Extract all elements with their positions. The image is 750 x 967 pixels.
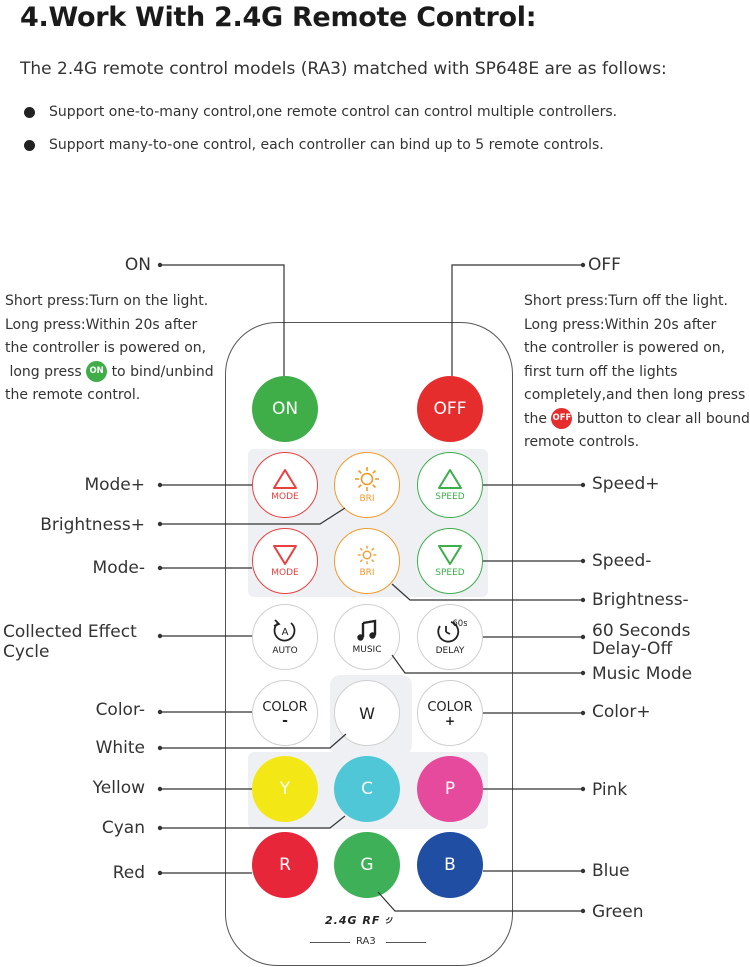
on-desc-line: the remote control. (5, 387, 141, 403)
callout-brightness-plus: Brightness+ (40, 515, 145, 535)
bullet-item: Support many-to-one control, each contro… (24, 137, 604, 153)
auto-button[interactable]: A AUTO (252, 604, 318, 670)
off-desc-line: first turn off the lights (524, 363, 678, 380)
callout-white: White (95, 738, 145, 758)
music-note-icon (357, 619, 377, 641)
red-button[interactable]: R (252, 832, 318, 898)
color-minus-button[interactable]: COLOR - (252, 680, 318, 746)
model-divider-right (386, 942, 426, 943)
triangle-up-icon (438, 469, 462, 489)
green-button[interactable]: G (334, 832, 400, 898)
on-button[interactable]: ON (252, 376, 318, 442)
bullet-text: Support many-to-one control, each contro… (49, 137, 604, 153)
callout-mode-plus: Mode+ (84, 475, 145, 495)
callout-blue: Blue (592, 861, 630, 881)
callout-green: Green (592, 902, 644, 922)
callout-off: OFF (588, 255, 621, 275)
pink-button[interactable]: P (417, 756, 483, 822)
off-desc-line: remote controls. (524, 434, 640, 450)
signal-icon (386, 916, 393, 924)
model-divider-left (310, 942, 350, 943)
callout-mode-minus: Mode- (92, 558, 145, 578)
callout-on: ON (124, 255, 151, 275)
on-desc-line: long press ON to bind/unbind (5, 361, 214, 385)
brand-label: 2.4G RF (325, 914, 395, 927)
callout-brightness-minus: Brightness- (592, 590, 689, 610)
yellow-button[interactable]: Y (252, 756, 318, 822)
off-description: Short press:Turn off the light. Long pre… (524, 290, 750, 455)
callout-speed-minus: Speed- (592, 551, 652, 571)
off-desc-line: completely,and then long press (524, 387, 746, 403)
triangle-down-icon (438, 545, 462, 565)
bullet-dot-icon (24, 139, 35, 151)
music-button[interactable]: MUSIC (334, 604, 400, 670)
speed-plus-button[interactable]: SPEED (417, 452, 483, 518)
callout-music-mode: Music Mode (592, 664, 693, 684)
bullet-dot-icon (24, 106, 35, 118)
off-inline-icon: OFF (551, 408, 573, 429)
on-desc-line: Long press:Within 20s after (5, 316, 198, 333)
callout-pink: Pink (592, 780, 628, 800)
delay-button[interactable]: 60s DELAY (417, 604, 483, 670)
bullet-item: Support one-to-many control,one remote c… (24, 104, 617, 120)
off-desc-line: Long press:Within 20s after (524, 316, 717, 333)
model-label: RA3 (356, 936, 376, 947)
on-description: Short press:Turn on the light. Long pres… (5, 290, 214, 408)
off-button[interactable]: OFF (417, 376, 483, 442)
svg-text:A: A (282, 627, 289, 638)
speed-minus-button[interactable]: SPEED (417, 528, 483, 594)
sun-icon (355, 467, 379, 491)
white-button[interactable]: W (334, 680, 400, 746)
triangle-down-icon (273, 545, 297, 565)
on-desc-line: the controller is powered on, (5, 340, 207, 356)
on-inline-icon: ON (86, 361, 108, 382)
brightness-plus-button[interactable]: BRI (334, 452, 400, 518)
callout-color-minus: Color- (95, 700, 145, 720)
mode-minus-button[interactable]: MODE (252, 528, 318, 594)
sun-small-icon (357, 545, 377, 565)
off-desc-line: the controller is powered on, (524, 340, 726, 356)
brightness-minus-button[interactable]: BRI (334, 528, 400, 594)
off-desc-line: the OFF button to clear all bound (524, 408, 750, 432)
on-desc-line: Short press:Turn on the light. (5, 293, 209, 309)
callout-red: Red (112, 863, 145, 883)
auto-cycle-icon: A (273, 619, 296, 642)
svg-text:60s: 60s (452, 619, 467, 629)
callout-speed-plus: Speed+ (592, 474, 660, 494)
triangle-up-icon (273, 469, 297, 489)
callout-cyan: Cyan (101, 818, 145, 838)
mode-plus-button[interactable]: MODE (252, 452, 318, 518)
blue-button[interactable]: B (417, 832, 483, 898)
callout-yellow: Yellow (92, 778, 145, 798)
cyan-button[interactable]: C (334, 756, 400, 822)
bullet-text: Support one-to-many control,one remote c… (49, 104, 618, 120)
clock-timer-icon: 60s (437, 619, 467, 643)
intro-text: The 2.4G remote control models (RA3) mat… (20, 59, 667, 79)
color-plus-button[interactable]: COLOR + (417, 680, 483, 746)
off-desc-line: Short press:Turn off the light. (524, 293, 728, 309)
page-title: 4.Work With 2.4G Remote Control: (20, 2, 537, 33)
callout-color-plus: Color+ (592, 702, 651, 722)
